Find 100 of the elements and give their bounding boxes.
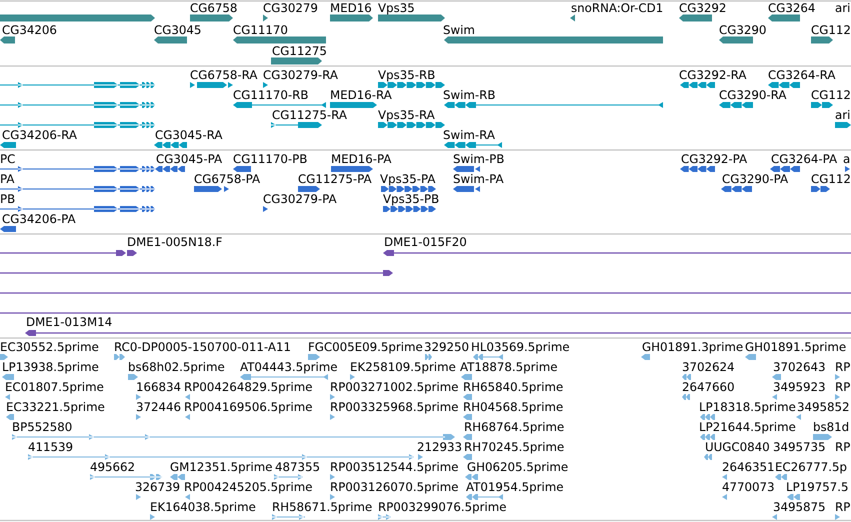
feature-label: PB [1,194,14,203]
feature-label: RP004169506.5prime [185,402,312,414]
feature-label: 166834 [137,382,180,392]
feature-label: RP004264829.5prime [185,382,312,394]
feature-label: RH58671.5prime [273,502,372,514]
feature-label: 3702624 [682,362,734,372]
feature-label: CG30279-RA [264,70,338,80]
feature-label: CG11275 [272,46,326,56]
feature-label: RP [836,502,850,511]
feature-label: RP [836,362,850,371]
feature-label: 329250 [424,342,468,352]
feature-label: DME1-015F20 [385,237,466,246]
feature-label: RP003299076.5prime [379,502,506,514]
feature-label: RP003512544.5prime [331,462,458,474]
feature-label: LP13938.5prime [3,362,98,374]
feature-label: LP18318.5prime [700,402,796,414]
feature-label: LP19757.5 [787,482,848,492]
feature-label: bs81d [814,422,848,432]
feature-label: CG11170-RB [234,90,308,100]
feature-label: a [844,156,850,164]
feature-label: Swim-PB [454,154,504,164]
feature-label: CG11275-RA [272,110,347,120]
feature-label: 487355 [276,462,319,472]
feature-label: MED16-RA [331,90,392,100]
feature-label: EC01807.5prime [6,382,104,394]
feature-label: CG3292 [680,3,726,12]
feature-label: RC0-DP0005-150700-011-A11 [115,342,290,352]
feature-label: Swim [444,25,474,34]
feature-label: CG3290-RA [720,90,786,100]
feature-label: 3495875 [774,502,825,512]
feature-label: EK258109.5prime [351,362,456,374]
feature-label: CG112 [812,174,850,184]
feature-label: EK164038.5prime [151,502,256,514]
feature-label: FGC005E09.5prime [309,342,422,354]
feature-label: RH65840.5prime [464,382,563,394]
feature-label: GM12351.5prime [170,462,272,474]
feature-label: EC33221.5prime [7,402,104,414]
feature-label: UUGC0840 [706,442,769,452]
feature-label: CG11275-PA [298,174,372,184]
feature-label: RP004245205.5prime [185,482,312,494]
feature-label: CG6758-RA [190,70,258,80]
feature-label: ari [836,3,850,12]
feature-label: Vps35-PA [380,174,436,186]
feature-label: 411539 [28,442,72,452]
feature-label: RH70245.5prime [465,442,564,454]
feature-label: CG6758 [190,3,237,12]
feature-label: CG112 [812,90,850,100]
feature-label: MED16 [331,3,371,12]
feature-label: RP003325968.5prime [331,402,458,414]
feature-label: CG6758-PA [194,174,260,184]
feature-label: CG34206-PA [2,214,76,224]
feature-label: CG3290-PA [722,174,788,184]
feature-label: PA [1,174,14,183]
feature-label: 212933 [418,442,462,452]
feature-label: RH04568.5prime [464,402,563,414]
feature-label: RH68764.5prime [465,422,564,434]
feature-label: AT01954.5prime [466,482,563,494]
feature-label: 372446 [136,402,180,412]
feature-label: DME1-005N18.F [128,237,222,246]
feature-label: EC26777.5p [776,462,846,474]
feature-label: 4770073 [722,482,774,492]
feature-label: bs68h02.5prime [129,362,224,374]
feature-label: CG30279-PA [264,194,336,204]
feature-label: CG112 [812,25,850,34]
feature-label: ari [836,110,850,120]
feature-label: CG3045 [154,25,200,34]
feature-label: Swim-RA [444,130,495,140]
feature-label: Swim-RB [444,90,495,100]
feature-label: MED16-PA [332,154,392,164]
feature-label: RP [836,382,850,391]
feature-label: DME1-013M14 [27,317,112,326]
feature-label: RP003126070.5prime [331,482,458,494]
feature-label: CG3045-RA [156,130,222,140]
feature-label: HL03569.5prime [472,342,569,354]
feature-label: 2646351 [722,462,774,472]
feature-label: CG3264-PA [772,154,837,164]
feature-label: Swim-PA [454,174,504,184]
feature-label: snoRNA:Or-CD1 [572,3,662,12]
feature-label: CG3292-PA [682,154,747,164]
feature-label: CG3264 [768,3,815,12]
feature-label: 3495923 [774,382,825,392]
feature-label: CG34206 [2,25,56,34]
feature-label: CG30279 [264,3,318,12]
feature-label: CG3045-PA [156,154,222,164]
feature-label: 326739 [136,482,180,492]
feature-label: CG34206-RA [2,130,77,140]
feature-label: BP552580 [13,422,72,432]
feature-label: CG3264-RA [768,70,836,80]
feature-label: CG3290 [720,25,766,34]
feature-label: Vps35 [378,3,414,14]
feature-label: CG11170 [234,25,288,34]
feature-label: 495662 [90,462,134,472]
feature-label: Vps35-PB [383,194,438,206]
feature-label: 2647660 [682,382,734,392]
feature-label: 3495852 [798,402,848,412]
feature-label: Vps35-RA [378,110,435,122]
feature-label: GH01891.5prime [746,342,846,354]
feature-label: AT04443.5prime [240,362,337,374]
feature-label: RP [836,442,850,451]
feature-label: LP21644.5prime [700,422,796,434]
